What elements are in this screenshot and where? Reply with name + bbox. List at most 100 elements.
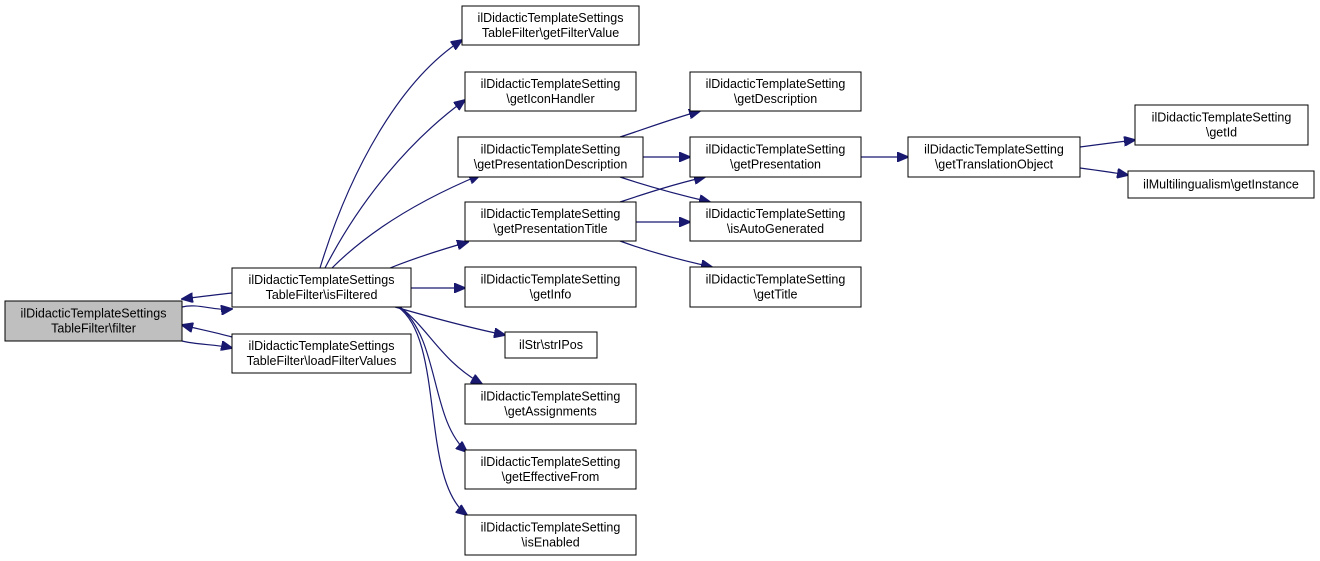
node-box <box>907 136 1081 178</box>
node-label-line: \getAssignments <box>504 405 596 419</box>
edge-loadFilterValues-to-filter <box>182 325 233 338</box>
node-box <box>457 136 644 178</box>
node-box <box>461 5 640 46</box>
edge-isFiltered-to-getFilterValue <box>319 40 462 269</box>
node-label-line: \getEffectiveFrom <box>502 470 600 484</box>
node-label-line: \getTranslationObject <box>935 158 1054 172</box>
node-getTitle[interactable]: ilDidacticTemplateSetting\getTitle <box>689 266 862 308</box>
node-box <box>464 266 637 308</box>
node-loadFilterValues[interactable]: ilDidacticTemplateSettingsTableFilter\lo… <box>231 333 412 374</box>
node-box <box>4 300 183 342</box>
edge-getTranslationObject-to-getId <box>1079 140 1135 148</box>
edge-filter-to-loadFilterValues <box>181 340 232 348</box>
edge-line <box>399 306 482 384</box>
node-box <box>689 71 862 112</box>
node-getAssignments[interactable]: ilDidacticTemplateSetting\getAssignments <box>464 383 637 425</box>
edge-isFiltered-to-getIconHandler <box>324 100 465 269</box>
node-strIPos[interactable]: ilStr\strIPos <box>504 331 598 359</box>
node-label-line: ilDidacticTemplateSetting <box>481 77 621 91</box>
edge-line <box>399 306 467 452</box>
node-filter: ilDidacticTemplateSettingsTableFilter\fi… <box>4 300 183 342</box>
node-label-line: \getDescription <box>734 92 817 106</box>
node-label-line: ilDidacticTemplateSetting <box>481 521 621 535</box>
node-getPresentationTitle[interactable]: ilDidacticTemplateSetting\getPresentatio… <box>464 201 637 242</box>
node-getTranslationObject[interactable]: ilDidacticTemplateSetting\getTranslation… <box>907 136 1081 178</box>
edge-isFiltered-to-filter <box>182 292 233 299</box>
edge-filter-to-isFiltered <box>181 306 232 309</box>
edge-line <box>389 242 468 269</box>
node-box <box>1134 104 1309 146</box>
node-getIconHandler[interactable]: ilDidacticTemplateSetting\getIconHandler <box>464 71 637 112</box>
node-box <box>231 333 412 374</box>
node-label-line: \getId <box>1206 126 1237 140</box>
node-label-line: \getPresentationDescription <box>474 158 628 172</box>
node-label-line: ilDidacticTemplateSetting <box>924 143 1064 157</box>
edge-getPresentationDescription-to-getDescription <box>619 111 700 138</box>
edge-line <box>182 325 233 338</box>
node-label-line: TableFilter\filter <box>51 322 136 336</box>
edge-isFiltered-to-strIPos <box>394 306 505 335</box>
node-label-line: ilDidacticTemplateSetting <box>481 455 621 469</box>
edge-isFiltered-to-getPresentationDescription <box>331 175 480 269</box>
nodes-layer: ilDidacticTemplateSettingsTableFilter\fi… <box>4 5 1315 556</box>
edge-getPresentationTitle-to-getPresentation <box>619 177 705 203</box>
node-getInstance[interactable]: ilMultilingualism\getInstance <box>1127 170 1315 199</box>
node-box <box>504 331 598 359</box>
node-label-line: \isAutoGenerated <box>727 222 824 236</box>
edges-layer <box>182 40 1135 515</box>
edge-line <box>1079 140 1135 148</box>
node-isFiltered[interactable]: ilDidacticTemplateSettingsTableFilter\is… <box>231 267 412 308</box>
edge-line <box>619 176 710 202</box>
node-box <box>231 267 412 308</box>
node-label-line: ilMultilingualism\getInstance <box>1143 178 1299 192</box>
node-label-line: ilDidacticTemplateSetting <box>706 143 846 157</box>
node-label-line: TableFilter\loadFilterValues <box>247 354 397 368</box>
node-label-line: ilDidacticTemplateSetting <box>481 273 621 287</box>
node-label-line: ilStr\strIPos <box>519 338 583 352</box>
node-label-line: ilDidacticTemplateSetting <box>706 207 846 221</box>
edge-isFiltered-to-isEnabled <box>397 306 467 515</box>
node-label-line: TableFilter\isFiltered <box>266 288 378 302</box>
node-label-line: ilDidacticTemplateSetting <box>706 273 846 287</box>
node-label-line: ilDidacticTemplateSetting <box>481 390 621 404</box>
node-getEffectiveFrom[interactable]: ilDidacticTemplateSetting\getEffectiveFr… <box>464 449 637 490</box>
node-label-line: \getPresentation <box>730 158 821 172</box>
node-label-line: \getTitle <box>753 288 797 302</box>
edge-isFiltered-to-getPresentationTitle <box>389 242 468 269</box>
node-box <box>464 383 637 425</box>
node-getFilterValue[interactable]: ilDidacticTemplateSettingsTableFilter\ge… <box>461 5 640 46</box>
node-label-line: ilDidacticTemplateSettings <box>249 339 395 353</box>
node-getDescription[interactable]: ilDidacticTemplateSetting\getDescription <box>689 71 862 112</box>
edge-line <box>182 292 233 299</box>
node-box <box>689 201 862 242</box>
node-label-line: ilDidacticTemplateSettings <box>478 11 624 25</box>
node-box <box>464 514 637 556</box>
edge-getPresentationDescription-to-isAutoGenerated <box>619 176 710 202</box>
node-label-line: \isEnabled <box>521 536 579 550</box>
node-isEnabled[interactable]: ilDidacticTemplateSetting\isEnabled <box>464 514 637 556</box>
node-getId[interactable]: ilDidacticTemplateSetting\getId <box>1134 104 1309 146</box>
edge-line <box>397 306 467 515</box>
node-getPresentationDescription[interactable]: ilDidacticTemplateSetting\getPresentatio… <box>457 136 644 178</box>
node-label-line: ilDidacticTemplateSettings <box>21 307 167 321</box>
node-label-line: ilDidacticTemplateSetting <box>481 143 621 157</box>
edge-line <box>619 111 700 138</box>
edge-line <box>1079 167 1128 175</box>
node-box <box>464 71 637 112</box>
edge-line <box>331 175 480 269</box>
node-box <box>689 136 862 178</box>
node-getPresentation[interactable]: ilDidacticTemplateSetting\getPresentatio… <box>689 136 862 178</box>
node-label-line: ilDidacticTemplateSetting <box>1152 111 1292 125</box>
edge-getPresentationTitle-to-getTitle <box>619 240 712 267</box>
node-box <box>689 266 862 308</box>
node-isAutoGenerated[interactable]: ilDidacticTemplateSetting\isAutoGenerate… <box>689 201 862 242</box>
node-label-line: \getInfo <box>530 288 572 302</box>
node-label-line: TableFilter\getFilterValue <box>482 26 619 40</box>
edge-line <box>619 240 712 267</box>
edge-isFiltered-to-getAssignments <box>399 306 482 384</box>
node-label-line: \getPresentationTitle <box>493 222 607 236</box>
node-box <box>464 201 637 242</box>
node-getInfo[interactable]: ilDidacticTemplateSetting\getInfo <box>464 266 637 308</box>
node-label-line: ilDidacticTemplateSettings <box>249 273 395 287</box>
edge-line <box>319 40 462 269</box>
